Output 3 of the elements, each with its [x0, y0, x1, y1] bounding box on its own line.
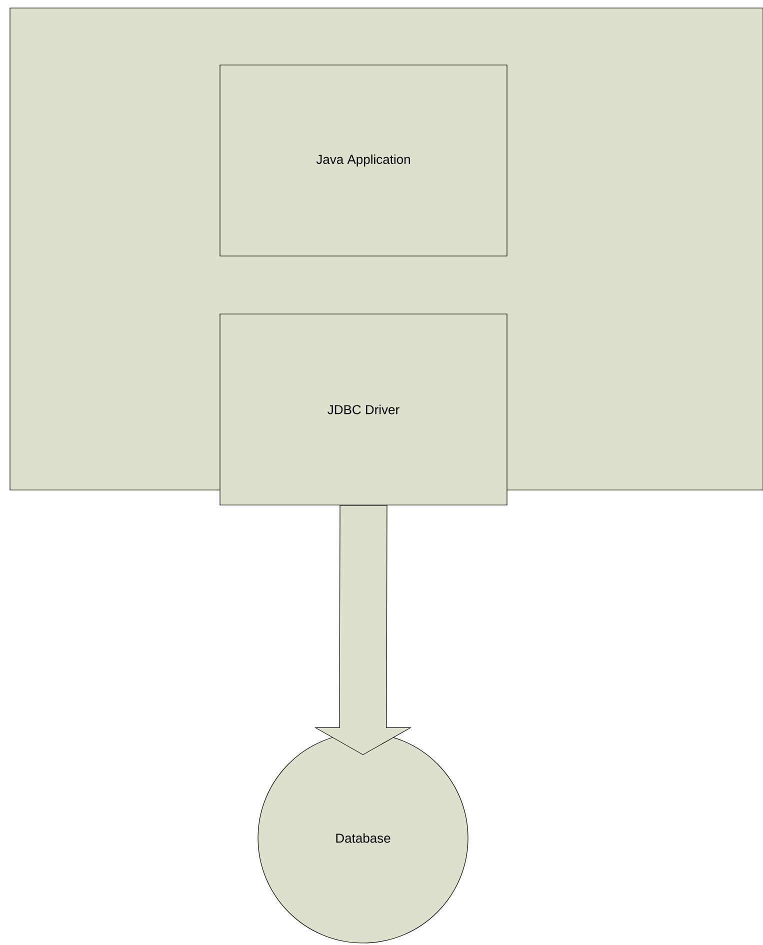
block-arrow — [314, 505, 412, 756]
process-box: JDBC Driver — [220, 314, 508, 506]
process-box: Java Application — [220, 64, 508, 256]
